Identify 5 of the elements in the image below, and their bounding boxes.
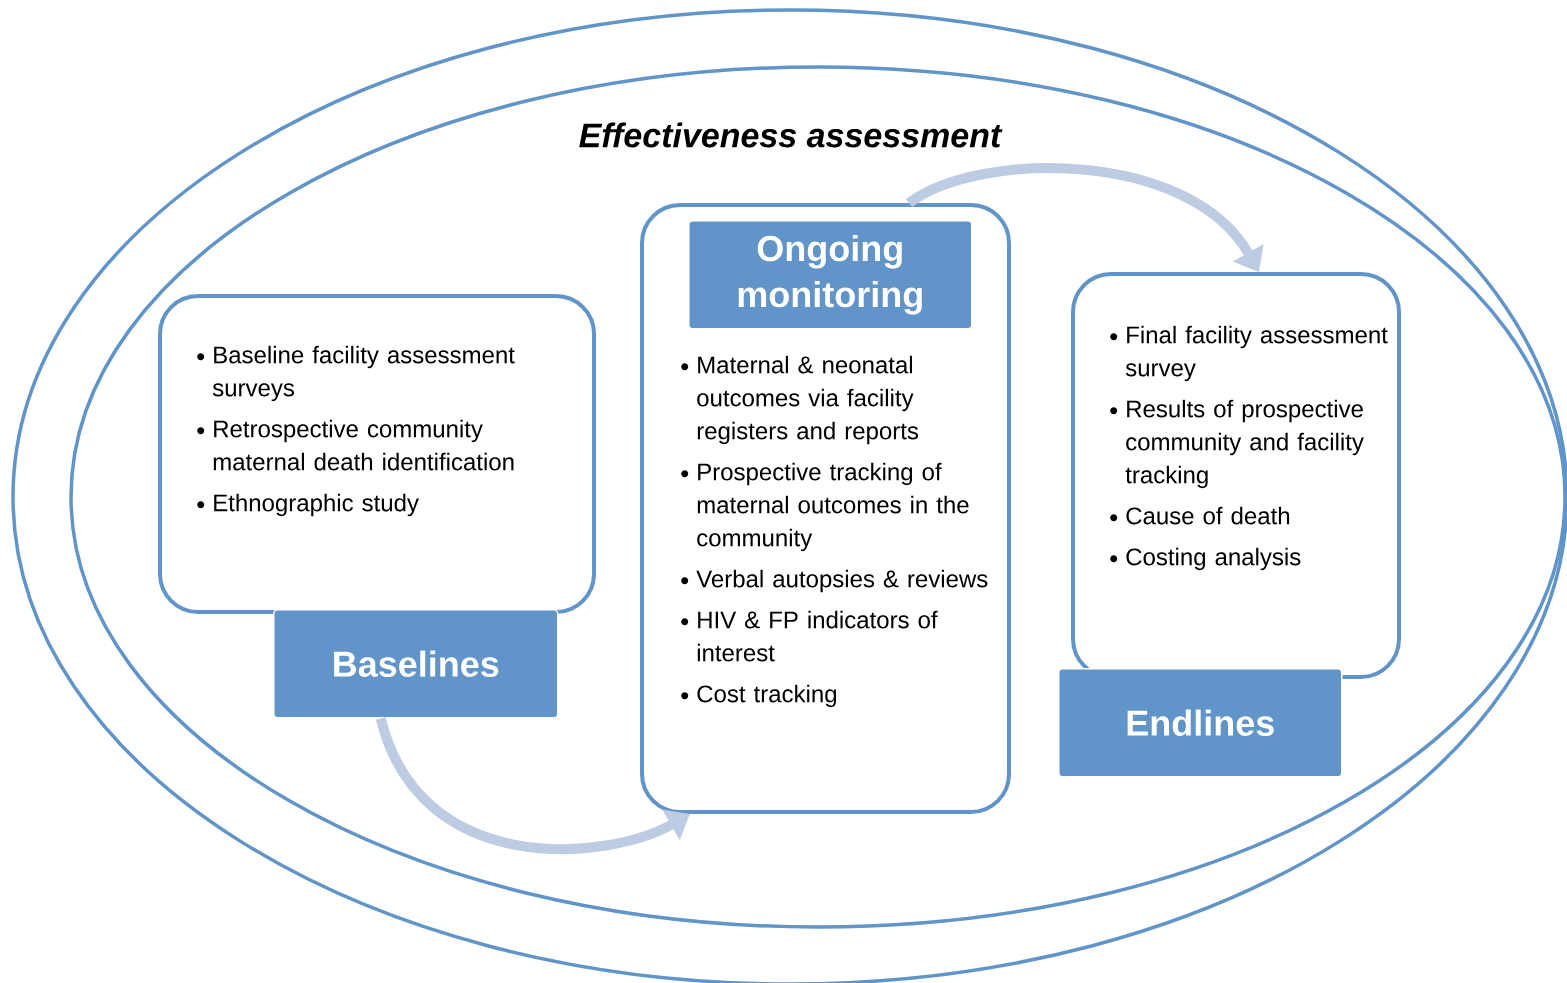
heading-tab: Baselines — [273, 609, 559, 719]
bullet-list-box: Final facility assessment survey Results of prospective community and facility tracking Cause of death Costing analysis — [1071, 272, 1401, 679]
bullet-list-box: Baseline facility assessment surveys Retrospective community maternal death identification Ethnographic study — [158, 294, 596, 614]
heading-tab: Endlines — [1058, 668, 1343, 778]
heading-tab: Ongoing monitoring — [688, 220, 973, 330]
